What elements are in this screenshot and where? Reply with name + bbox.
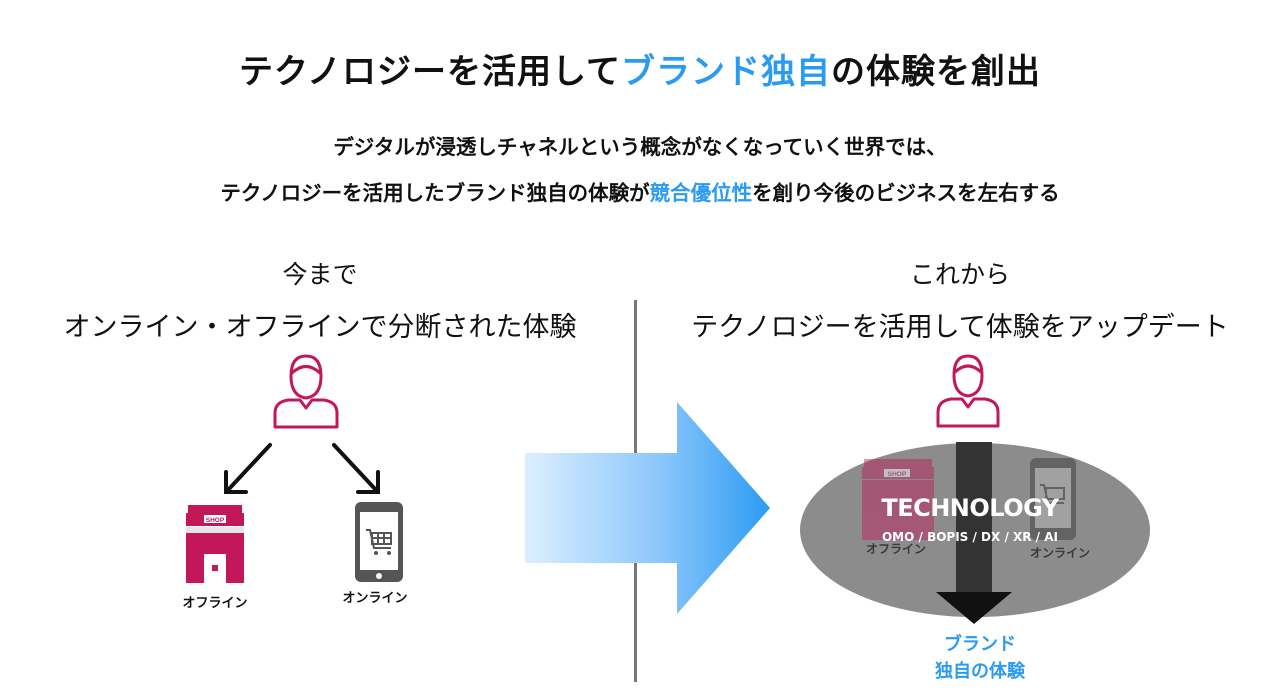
down-arrow-icon <box>936 442 1012 624</box>
page-title: テクノロジーを活用してブランド独自の体験を創出 <box>0 44 1280 93</box>
subtitle-line-2-post: を創り今後のビジネスを左右する <box>752 181 1060 205</box>
offline-label: オフライン <box>182 596 248 611</box>
split-arrow-icon <box>224 443 380 494</box>
person-icon-right <box>936 354 1000 428</box>
title-post: の体験を創出 <box>830 52 1041 92</box>
right-caption: テクノロジーを活用して体験をアップデート <box>691 312 1229 343</box>
left-heading: 今まで <box>282 260 358 289</box>
faded-smartphone-icon <box>1030 458 1076 540</box>
smartphone-cart-icon <box>355 502 403 582</box>
subtitle-line-2: テクノロジーを活用したブランド独自の体験が競合優位性を創り今後のビジネスを左右す… <box>0 176 1280 206</box>
subtitle-accent: 競合優位性 <box>649 181 753 205</box>
right-arrow-icon <box>525 402 770 614</box>
title-accent: ブランド独自 <box>620 52 831 92</box>
faded-shop-icon: SHOP <box>862 459 934 540</box>
result-line-1: ブランド <box>944 634 1016 655</box>
online-label: オンライン <box>342 591 408 606</box>
subtitle-line-2-pre: テクノロジーを活用したブランド独自の体験が <box>220 181 650 205</box>
result-line-2: 独自の体験 <box>935 661 1025 682</box>
person-icon <box>273 354 339 429</box>
technology-subtitle: OMO / BOPIS / DX / XR / AI <box>881 530 1058 544</box>
subtitle-line-1: デジタルが浸透しチャネルという概念がなくなっていく世界では、 <box>333 135 947 159</box>
title-pre: テクノロジーを活用して <box>239 52 621 92</box>
left-caption: オンライン・オフラインで分断された体験 <box>63 312 577 343</box>
right-heading: これから <box>909 260 1010 289</box>
faded-offline-label: オフライン <box>866 542 927 556</box>
faded-shop-sign-text: SHOP <box>888 471 907 478</box>
shop-icon: SHOP <box>186 505 244 583</box>
faded-online-label: オンライン <box>1030 546 1091 560</box>
shop-sign-text: SHOP <box>206 517 225 524</box>
technology-title: TECHNOLOGY <box>881 494 1059 522</box>
